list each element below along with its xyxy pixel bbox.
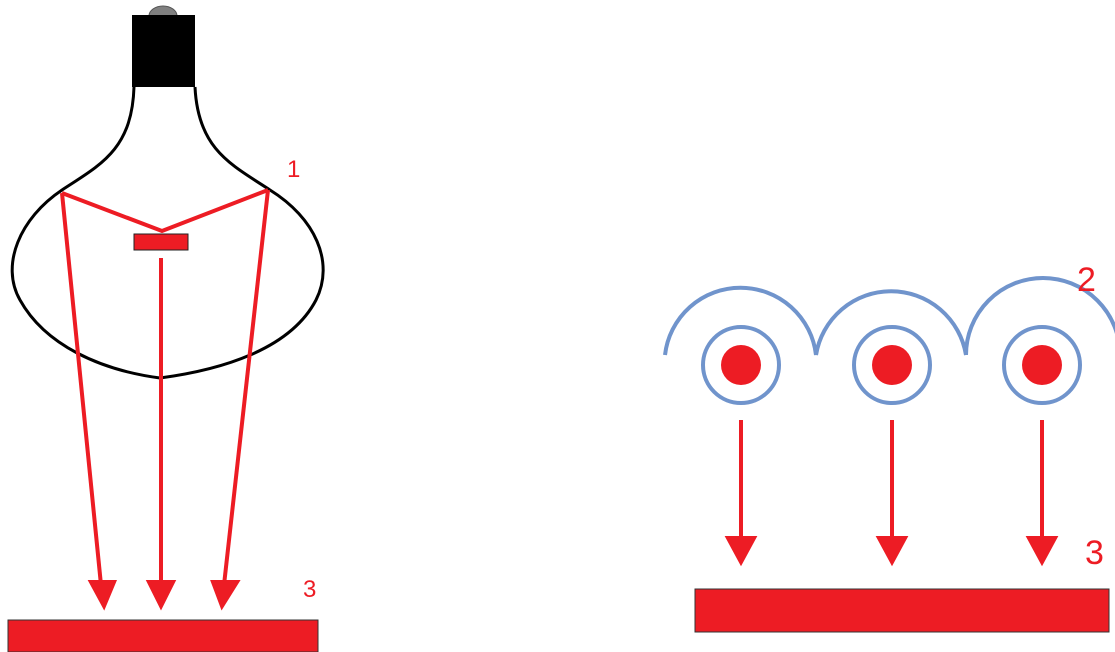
- label-3-right: 3: [1085, 534, 1104, 572]
- led-icon: [1022, 345, 1062, 385]
- lamp-group: [8, 6, 323, 652]
- arrow-down-icon: [149, 582, 173, 606]
- reflector-line: [62, 190, 268, 231]
- led-array-group: [665, 278, 1115, 632]
- led-icon: [872, 345, 912, 385]
- arrow-down-icon: [91, 582, 114, 606]
- ray-left: [62, 193, 101, 585]
- led-rays: [728, 420, 1055, 562]
- led-icon: [721, 345, 761, 385]
- bulb-cap-icon: [132, 15, 195, 87]
- lens-arcs: [665, 278, 1115, 355]
- arrow-down-icon: [879, 538, 905, 562]
- arrow-down-icon: [728, 538, 754, 562]
- filament-icon: [134, 234, 188, 250]
- arrow-down-icon: [1029, 538, 1055, 562]
- led-2: [854, 327, 930, 403]
- bulb-outline-icon: [12, 87, 323, 378]
- label-2: 2: [1077, 261, 1096, 299]
- led-1: [703, 327, 779, 403]
- lamp-rays: [62, 190, 268, 606]
- arrow-down-icon: [213, 582, 237, 606]
- target-plate-right: [695, 589, 1109, 632]
- ray-right: [224, 190, 268, 585]
- label-3-left: 3: [303, 576, 316, 603]
- label-1: 1: [287, 156, 300, 183]
- led-3: [1004, 327, 1080, 403]
- target-plate-left: [8, 620, 318, 652]
